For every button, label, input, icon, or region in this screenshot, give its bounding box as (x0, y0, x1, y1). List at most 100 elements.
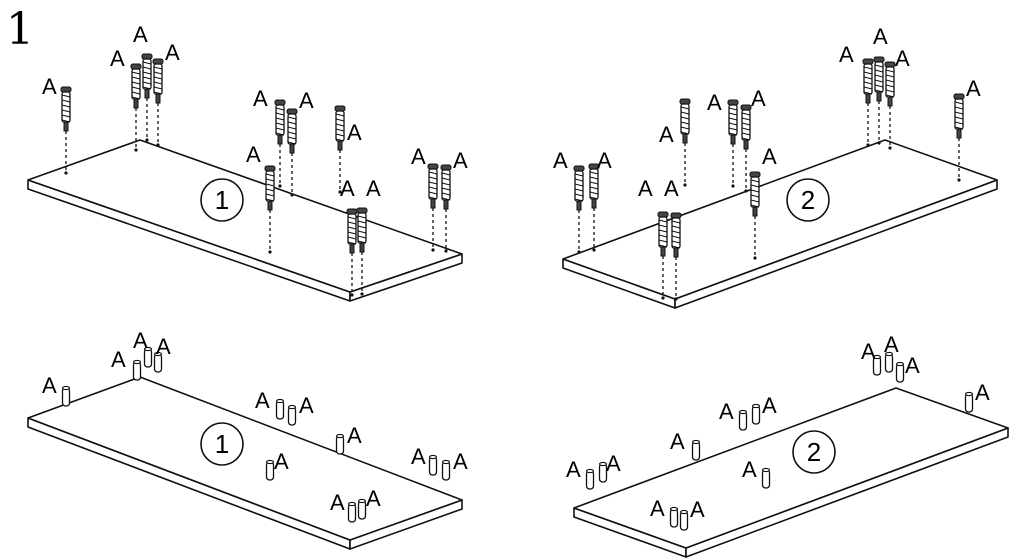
dowel-top (895, 361, 905, 367)
screw-thread (153, 81, 163, 85)
screw-thread (357, 220, 367, 224)
drill-hole (661, 296, 665, 300)
installed-dowel-part: A (287, 393, 314, 426)
cam-screw-part: A (749, 144, 777, 260)
part-label: A (975, 380, 990, 405)
part-label: A (659, 122, 674, 147)
dowel-top (598, 461, 608, 467)
dowel-top (265, 459, 275, 465)
dowel-top (751, 403, 761, 409)
dowel-body (895, 363, 905, 383)
screw-tip (289, 143, 295, 154)
screw-head (749, 171, 761, 178)
part-label: A (664, 176, 679, 201)
screw-thread (275, 107, 285, 111)
screw-thread (441, 192, 451, 196)
part-label: A (411, 444, 426, 469)
panel-number: 1 (215, 429, 229, 459)
installed-dowel-part: A (42, 373, 71, 407)
part-label: A (453, 148, 468, 173)
screw-tip (337, 140, 343, 151)
screw-thread (275, 122, 285, 126)
installed-dowel-part: A (111, 347, 142, 381)
screw-thread (885, 94, 895, 98)
screw-thread (142, 71, 152, 75)
screw-thread (357, 225, 367, 229)
screw-thread (287, 136, 297, 140)
cam-screw-part: A (246, 142, 276, 254)
installed-dowel-part: A (742, 457, 771, 489)
screw-thread (441, 177, 451, 181)
screw-thread (874, 69, 884, 73)
screw-head (334, 105, 346, 112)
part-label: A (839, 42, 854, 67)
screw-thread (658, 239, 668, 243)
cam-screw-part: A (411, 144, 439, 252)
installed-dowel-part: A (566, 457, 595, 490)
screw-thread (275, 127, 285, 131)
screw-thread (265, 198, 275, 202)
dowel-top (357, 498, 367, 504)
screw-thread (671, 230, 681, 234)
screw-thread (441, 182, 451, 186)
drill-hole (888, 146, 892, 150)
screw-thread (441, 187, 451, 191)
screw-thread (658, 224, 668, 228)
part-label: A (966, 76, 981, 101)
screw-thread (275, 112, 285, 116)
cam-screw-part: A (334, 105, 362, 194)
part-label: A (742, 457, 757, 482)
screw-thread (658, 234, 668, 238)
screw-head (264, 165, 276, 172)
screw-thread (357, 215, 367, 219)
cam-screw-part: A (873, 24, 888, 145)
screw-head (727, 99, 739, 106)
cam-screw-part: A (707, 90, 739, 188)
panel-number-circle (200, 178, 244, 222)
dowel-body (347, 503, 357, 523)
panel-number-circle (786, 178, 830, 222)
screw-thread (874, 74, 884, 78)
part-label: A (347, 120, 362, 145)
part-label: A (873, 24, 888, 49)
installed-dowel-part: A (751, 393, 777, 425)
screw-thread (574, 183, 584, 187)
screw-thread (671, 240, 681, 244)
board-1-bottom: 1 (27, 376, 463, 550)
dowel-top (669, 506, 679, 512)
screw-thread (658, 244, 668, 248)
drill-hole (156, 143, 160, 147)
part-label: A (274, 449, 289, 474)
cam-screw-part: A (839, 42, 874, 147)
dowel-top (428, 454, 438, 460)
screw-thread (874, 79, 884, 83)
dowel-body (265, 461, 275, 481)
board-2-top: 2 (562, 139, 998, 309)
screw-thread (658, 219, 668, 223)
screw-thread (863, 66, 873, 70)
dowel-top (761, 467, 771, 473)
screw-thread (61, 109, 71, 113)
screw-thread (750, 199, 760, 203)
installed-dowel-part: A (719, 399, 748, 431)
screw-thread (275, 132, 285, 136)
cam-screw-part: A (588, 148, 612, 252)
screw-thread (131, 96, 141, 100)
installed-dowel-part: A (679, 497, 705, 531)
cam-screw-part: A (133, 22, 153, 142)
screw-thread (954, 111, 964, 115)
cam-screw-part: A (664, 176, 682, 301)
screw-thread (954, 106, 964, 110)
screw-thread (428, 181, 438, 185)
screw-thread (589, 191, 599, 195)
screw-thread (347, 226, 357, 230)
dowel-body (691, 441, 701, 461)
screw-thread (357, 230, 367, 234)
screw-thread (153, 71, 163, 75)
installed-dowel-part: A (670, 429, 701, 461)
dowel-top (738, 409, 748, 415)
panel-number: 2 (807, 437, 821, 467)
part-label: A (340, 176, 355, 201)
screw-thread (131, 71, 141, 75)
part-label: A (165, 40, 180, 65)
